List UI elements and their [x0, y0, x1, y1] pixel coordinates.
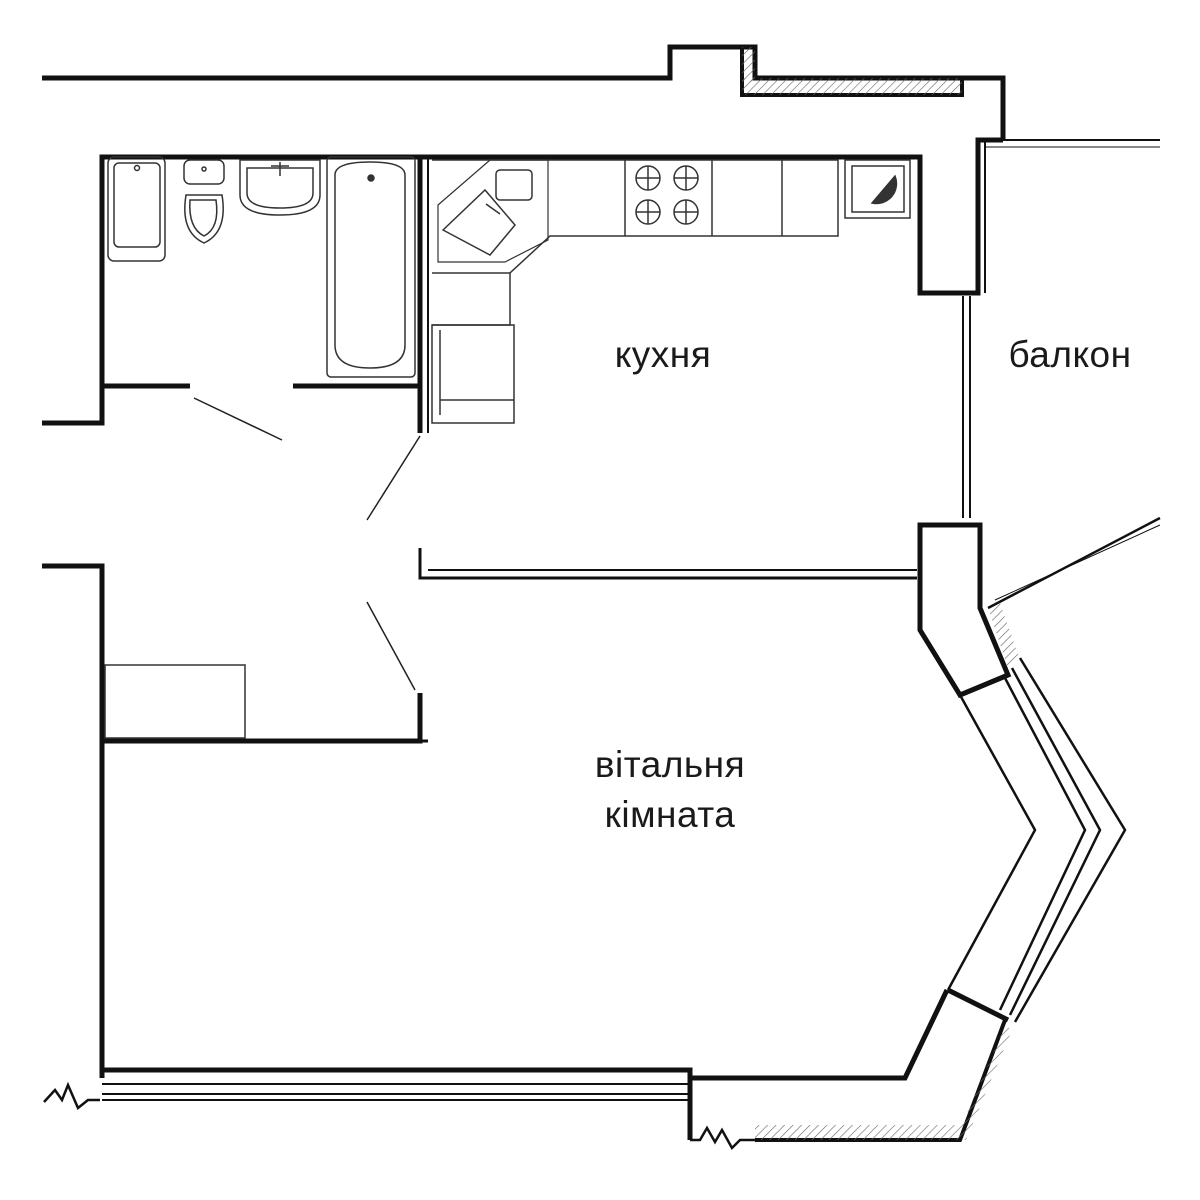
- fridge-icon: [431, 324, 515, 424]
- bathroom-fixtures: [107, 156, 416, 378]
- living-room-label: вітальня кімната: [560, 740, 780, 840]
- kitchen-label: кухня: [614, 334, 712, 375]
- living-room-label-line2: кімната: [604, 794, 736, 835]
- bay-window: [946, 516, 1161, 1023]
- doors: [193, 397, 421, 691]
- bathtub-icon: [326, 156, 416, 378]
- exterior-walls: [42, 44, 1012, 1142]
- washing-machine-icon: [107, 156, 166, 262]
- living-room-label-line1: вітальня: [594, 744, 746, 785]
- closet-shelf: [104, 664, 246, 739]
- interior-walls: [102, 157, 917, 744]
- boiler-icon: [844, 159, 911, 219]
- bottom-window: [43, 1070, 755, 1151]
- stove-icon: [635, 165, 699, 225]
- balcony-outline: [962, 139, 1160, 518]
- kitchen-fixtures: [431, 159, 911, 424]
- sink-icon: [239, 159, 321, 216]
- balcony-label: балкон: [1008, 334, 1132, 375]
- hatched-walls: [742, 47, 1020, 1140]
- corner-sink-icon: [437, 159, 549, 263]
- toilet-icon: [183, 159, 225, 244]
